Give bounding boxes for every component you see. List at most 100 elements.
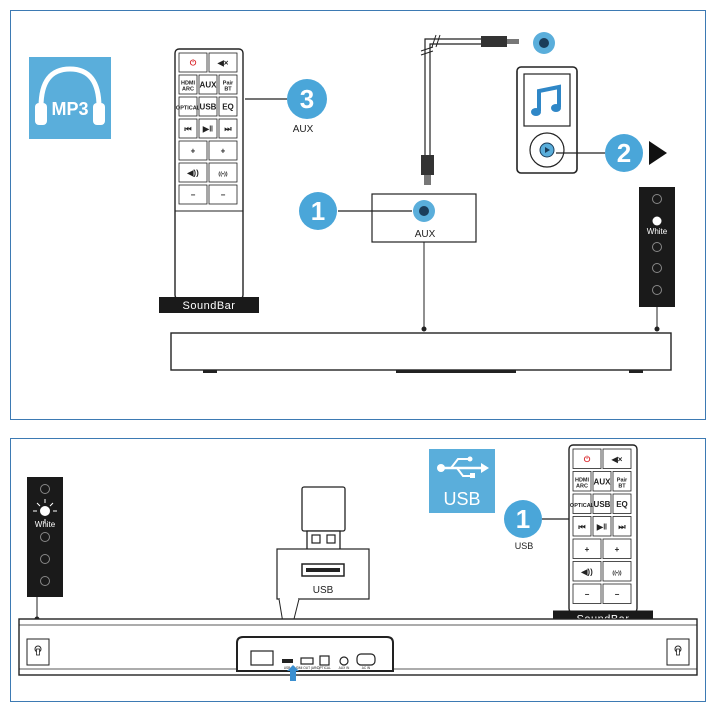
remote-pair-bt-label: BT xyxy=(224,87,232,93)
remote-eq-button[interactable] xyxy=(612,493,632,514)
remote-mute-button[interactable] xyxy=(208,52,238,73)
remote-pair-bt-label: BT xyxy=(618,483,626,489)
remote-hdmi-arc-label: HDMI xyxy=(181,81,196,87)
play-icon xyxy=(649,141,667,165)
step-2-badge: 2 xyxy=(605,134,643,172)
remote-next-button[interactable] xyxy=(218,118,238,139)
remote-bass-plus-button[interactable] xyxy=(208,140,238,161)
remote-optical-label: OPTICAL xyxy=(176,106,201,112)
remote-hdmi-arc-label: ARC xyxy=(182,87,194,93)
music-note-icon xyxy=(531,84,561,116)
usb-icon: USB xyxy=(429,449,495,513)
remote-hdmi-arc-label: ARC xyxy=(576,483,588,489)
remote-vol-minus-label: − xyxy=(191,191,196,200)
usb-port-label: USB xyxy=(313,585,334,596)
remote-usb-label: USB xyxy=(594,500,611,509)
remote-pair-bt-label: Pair xyxy=(617,477,628,483)
bottom-panel: White USB xyxy=(10,438,706,702)
remote-pair-bt-button[interactable] xyxy=(218,74,238,95)
remote-power-button[interactable] xyxy=(572,448,602,469)
remote-vol-icon-button[interactable] xyxy=(572,561,602,582)
remote-eq-label: EQ xyxy=(222,103,234,112)
remote-aux-button[interactable] xyxy=(592,471,612,492)
remote-vol-plus-label: + xyxy=(191,147,196,156)
svg-text:1: 1 xyxy=(311,196,325,226)
remote-vol-icon-label: ◀)) xyxy=(580,567,593,576)
rear-port-optical-label: OPTICAL xyxy=(317,666,331,670)
remote-vol-minus-button[interactable] xyxy=(178,184,208,205)
remote-bass-minus-label: − xyxy=(615,590,620,599)
remote-bass-minus-button[interactable] xyxy=(602,583,632,604)
remote-hdmi-arc-label: HDMI xyxy=(575,477,590,483)
remote-bass-icon-label: ((•)) xyxy=(612,570,621,576)
remote-bass-icon-button[interactable] xyxy=(602,561,632,582)
remote-prev-label: ⏮ xyxy=(184,125,191,134)
remote-optical-button[interactable] xyxy=(178,96,198,117)
remote-play-pause-button[interactable] xyxy=(592,516,612,537)
remote-mute-button[interactable] xyxy=(602,448,632,469)
remote-aux-label: AUX xyxy=(594,477,612,486)
remote-prev-button[interactable] xyxy=(178,118,198,139)
remote-vol-icon-button[interactable] xyxy=(178,162,208,183)
remote-eq-label: EQ xyxy=(616,500,628,509)
step-1-label: USB xyxy=(515,541,534,551)
wall-mount-left xyxy=(26,638,50,666)
remote-bass-minus-button[interactable] xyxy=(208,184,238,205)
remote-aux-label: AUX xyxy=(200,81,218,90)
remote-vol-icon-label: ◀)) xyxy=(186,169,199,178)
remote-vol-minus-button[interactable] xyxy=(572,583,602,604)
usb-icon-label: USB xyxy=(443,489,480,509)
remote-brand-label: SoundBar xyxy=(183,300,236,312)
remote-brand-plate xyxy=(159,297,259,313)
aux-port-box: AUX xyxy=(371,193,477,243)
remote-bass-plus-button[interactable] xyxy=(602,538,632,559)
bottom-diagram: White USB xyxy=(18,444,698,681)
remote-next-button[interactable] xyxy=(612,516,632,537)
remote-play-pause-button[interactable] xyxy=(198,118,218,139)
remote-bass-icon-label: ((•)) xyxy=(218,172,227,178)
step-3-label: AUX xyxy=(293,124,314,135)
remote-vol-plus-button[interactable] xyxy=(178,140,208,161)
remote-vol-plus-button[interactable] xyxy=(572,538,602,559)
led-white-label: White xyxy=(35,520,56,529)
remote-play-pause-label: ▶‖ xyxy=(202,125,213,134)
remote-bass-minus-label: − xyxy=(221,191,226,200)
step-1-badge: 1 xyxy=(504,500,542,538)
usb-symbol-icon xyxy=(437,456,489,478)
remote-bass-plus-label: + xyxy=(221,147,226,156)
jack-icon xyxy=(533,32,555,54)
remote-aux-button[interactable] xyxy=(198,74,218,95)
led-indicator-strip: White xyxy=(27,477,63,597)
led-white-label: White xyxy=(647,227,668,236)
remote-pair-bt-label: Pair xyxy=(223,81,234,87)
remote-mute-label: ◀× xyxy=(217,59,229,68)
remote-optical-button[interactable] xyxy=(572,493,592,514)
remote-prev-button[interactable] xyxy=(572,516,592,537)
remote-hdmi-arc-button[interactable] xyxy=(572,471,592,492)
aux-cable xyxy=(420,34,519,185)
remote-power-label: ⏻ xyxy=(584,455,591,464)
remote-prev-label: ⏮ xyxy=(578,522,585,531)
remote-bass-plus-label: + xyxy=(615,545,620,554)
step-1-badge: 1 xyxy=(299,192,337,230)
remote-eq-button[interactable] xyxy=(218,96,238,117)
remote-bass-icon-button[interactable] xyxy=(208,162,238,183)
remote-next-label: ⏭ xyxy=(224,125,232,134)
step-3-badge: 3 xyxy=(287,79,327,119)
mp3-label: MP3 xyxy=(51,99,88,119)
remote-usb-label: USB xyxy=(200,103,217,112)
soundbar xyxy=(170,332,672,373)
remote-power-button[interactable] xyxy=(178,52,208,73)
rear-port-aux-label: AUX IN xyxy=(339,666,350,670)
remote-hdmi-arc-button[interactable] xyxy=(178,74,198,95)
rear-port-panel: USB HDMI OUT (ARC) OPTICAL AUX IN AC IN xyxy=(236,636,394,672)
svg-text:2: 2 xyxy=(617,138,631,168)
remote-usb-button[interactable] xyxy=(592,493,612,514)
remote-usb-button[interactable] xyxy=(198,96,218,117)
remote-pair-bt-button[interactable] xyxy=(612,471,632,492)
wall-mount-right xyxy=(666,638,690,666)
svg-text:1: 1 xyxy=(516,504,530,534)
